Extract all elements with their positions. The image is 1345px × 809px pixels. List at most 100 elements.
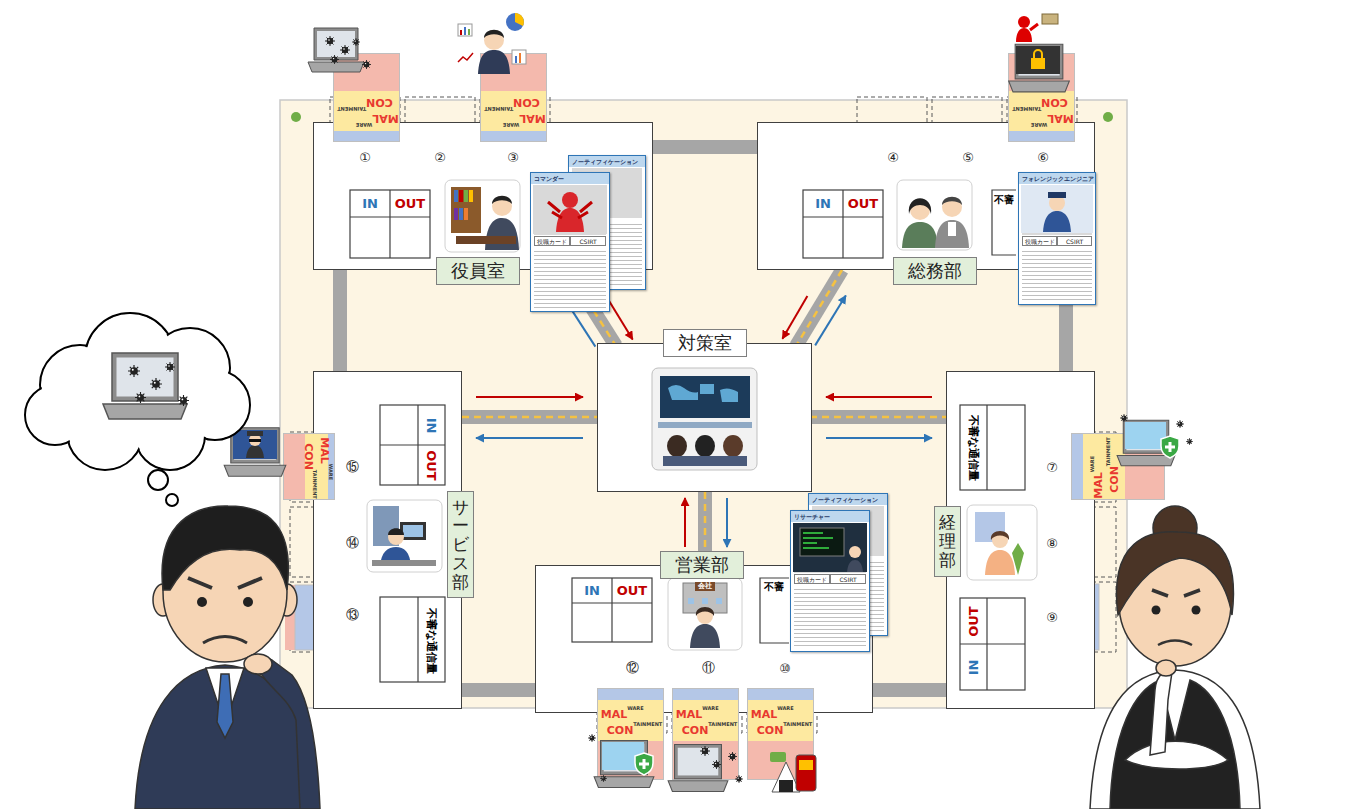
card-field: 役職カード xyxy=(534,236,570,246)
card-title: フォレンジックエンジニア xyxy=(1019,173,1095,184)
room-name: 役員室 xyxy=(436,257,520,285)
logo-text: TAINMENT xyxy=(633,721,662,727)
game-logo: MALWARE CONTAINMENT xyxy=(751,705,813,737)
logo-text: CON xyxy=(757,724,784,737)
logo-text: TAINMENT xyxy=(1105,437,1111,466)
logo-text: WARE xyxy=(355,122,371,128)
logo-text: MAL xyxy=(372,112,398,125)
malware-card: MALWARECONTAINMENT xyxy=(480,53,547,142)
logo-text: CON xyxy=(1108,466,1121,493)
table-cell: 不審 xyxy=(762,580,786,595)
logo-text: MAL xyxy=(676,708,702,721)
slot-number: ⑪ xyxy=(699,659,717,677)
logo-text: TAINMENT xyxy=(783,721,812,727)
logo-text: MAL xyxy=(601,708,627,721)
room-box: サービス部 xyxy=(313,371,462,709)
logo-text: MAL xyxy=(1092,472,1105,498)
room-name: 対策室 xyxy=(663,329,747,357)
logo-text: WARE xyxy=(502,122,518,128)
card-picture xyxy=(534,185,606,235)
role-card: コマンダー役職カードCSIRT xyxy=(530,172,610,312)
room-name: 総務部 xyxy=(893,257,977,285)
table-cell: IN xyxy=(419,406,444,444)
room-name: 営業部 xyxy=(660,551,744,579)
table-cell: IN xyxy=(961,645,986,689)
game-logo: MALWARE CONTAINMENT xyxy=(676,705,738,737)
slot-number: ⑫ xyxy=(623,659,641,677)
card-body xyxy=(1022,248,1092,302)
role-card: フォレンジックエンジニア役職カードCSIRT xyxy=(1018,172,1096,305)
card-body xyxy=(794,586,866,649)
card-row: 役職カードCSIRT xyxy=(534,236,606,246)
table-cell: 不審 xyxy=(993,193,1015,208)
card-row: 役職カードCSIRT xyxy=(794,574,866,584)
game-logo: MALWARE CONTAINMENT xyxy=(337,96,399,128)
table-cell: OUT xyxy=(419,446,444,484)
slot-number: ⑤ xyxy=(959,148,977,166)
logo-text: CON xyxy=(682,724,709,737)
logo-text: MAL xyxy=(318,437,331,463)
flow-arrow xyxy=(476,437,583,439)
card-title: ノーティフィケーション xyxy=(569,156,645,167)
card-row: 役職カードCSIRT xyxy=(1022,236,1092,246)
malware-card: MALWARECONTAINMENT xyxy=(1008,53,1075,142)
flow-arrow xyxy=(782,296,807,339)
flow-arrow xyxy=(684,498,686,547)
table-cell: OUT xyxy=(391,191,429,216)
logo-text: TAINMENT xyxy=(708,721,737,727)
slot-number: ⑩ xyxy=(776,659,794,677)
logo-text: WARE xyxy=(702,705,718,711)
flow-arrow xyxy=(726,498,728,547)
table-cell: IN xyxy=(351,191,389,216)
logo-text: CON xyxy=(302,443,315,470)
card-field: 役職カード xyxy=(794,574,830,584)
role-card: リサーチャー役職カードCSIRT xyxy=(790,510,870,652)
slot-number: ② xyxy=(431,148,449,166)
table-cell: OUT xyxy=(961,599,986,643)
logo-text: TAINMENT xyxy=(337,106,366,112)
flow-arrow xyxy=(608,299,633,339)
card-title: リサーチャー xyxy=(791,511,869,522)
flow-arrow xyxy=(826,437,932,439)
game-logo: MALWARE CONTAINMENT xyxy=(1089,437,1121,499)
slot-number: ⑦ xyxy=(1043,458,1061,476)
malware-card: MALWARECONTAINMENT xyxy=(283,433,335,500)
card-title: ノーティフィケーション xyxy=(809,494,887,505)
slot-number: ⑮ xyxy=(343,458,361,476)
logo-text: CON xyxy=(1041,96,1068,109)
game-logo: MALWARECONTAINMENT xyxy=(302,437,334,499)
card-field: CSIRT xyxy=(830,574,866,584)
logo-text: CON xyxy=(513,96,540,109)
logo-text: TAINMENT xyxy=(484,106,513,112)
slot-number: ① xyxy=(356,148,374,166)
slot-number: ③ xyxy=(504,148,522,166)
card-field: 役職カード xyxy=(1022,236,1057,246)
flow-arrow xyxy=(826,396,932,398)
room-box: 対策室 xyxy=(597,343,812,492)
malware-card: MALWARE CONTAINMENT xyxy=(747,688,814,780)
malware-card: MALWARE CONTAINMENT xyxy=(1071,433,1165,500)
sign-text: 会社 xyxy=(695,582,715,591)
slot-number: ⑨ xyxy=(1043,608,1061,626)
card-field: CSIRT xyxy=(570,236,606,246)
logo-text: CON xyxy=(366,96,393,109)
malware-card: MALWARE CONTAINMENT xyxy=(597,688,664,780)
logo-text: WARE xyxy=(627,705,643,711)
table-cell: IN xyxy=(573,579,611,602)
slot-number: ⑬ xyxy=(343,606,361,624)
card-picture xyxy=(794,523,866,573)
logo-text: WARE xyxy=(1030,122,1046,128)
card-field: CSIRT xyxy=(1057,236,1092,246)
logo-text: MAL xyxy=(751,708,777,721)
logo-text: CON xyxy=(607,724,634,737)
logo-text: MAL xyxy=(1047,112,1073,125)
logo-text: WARE xyxy=(777,705,793,711)
game-logo: MALWARE CONTAINMENT xyxy=(601,705,663,737)
room-name: 経理部 xyxy=(934,506,961,576)
slot-number: ④ xyxy=(884,148,902,166)
room-name: サービス部 xyxy=(447,491,474,598)
table-cell: 不審な通信量 xyxy=(419,599,444,681)
logo-text: WARE xyxy=(1089,455,1095,471)
slot-number: ⑧ xyxy=(1043,534,1061,552)
